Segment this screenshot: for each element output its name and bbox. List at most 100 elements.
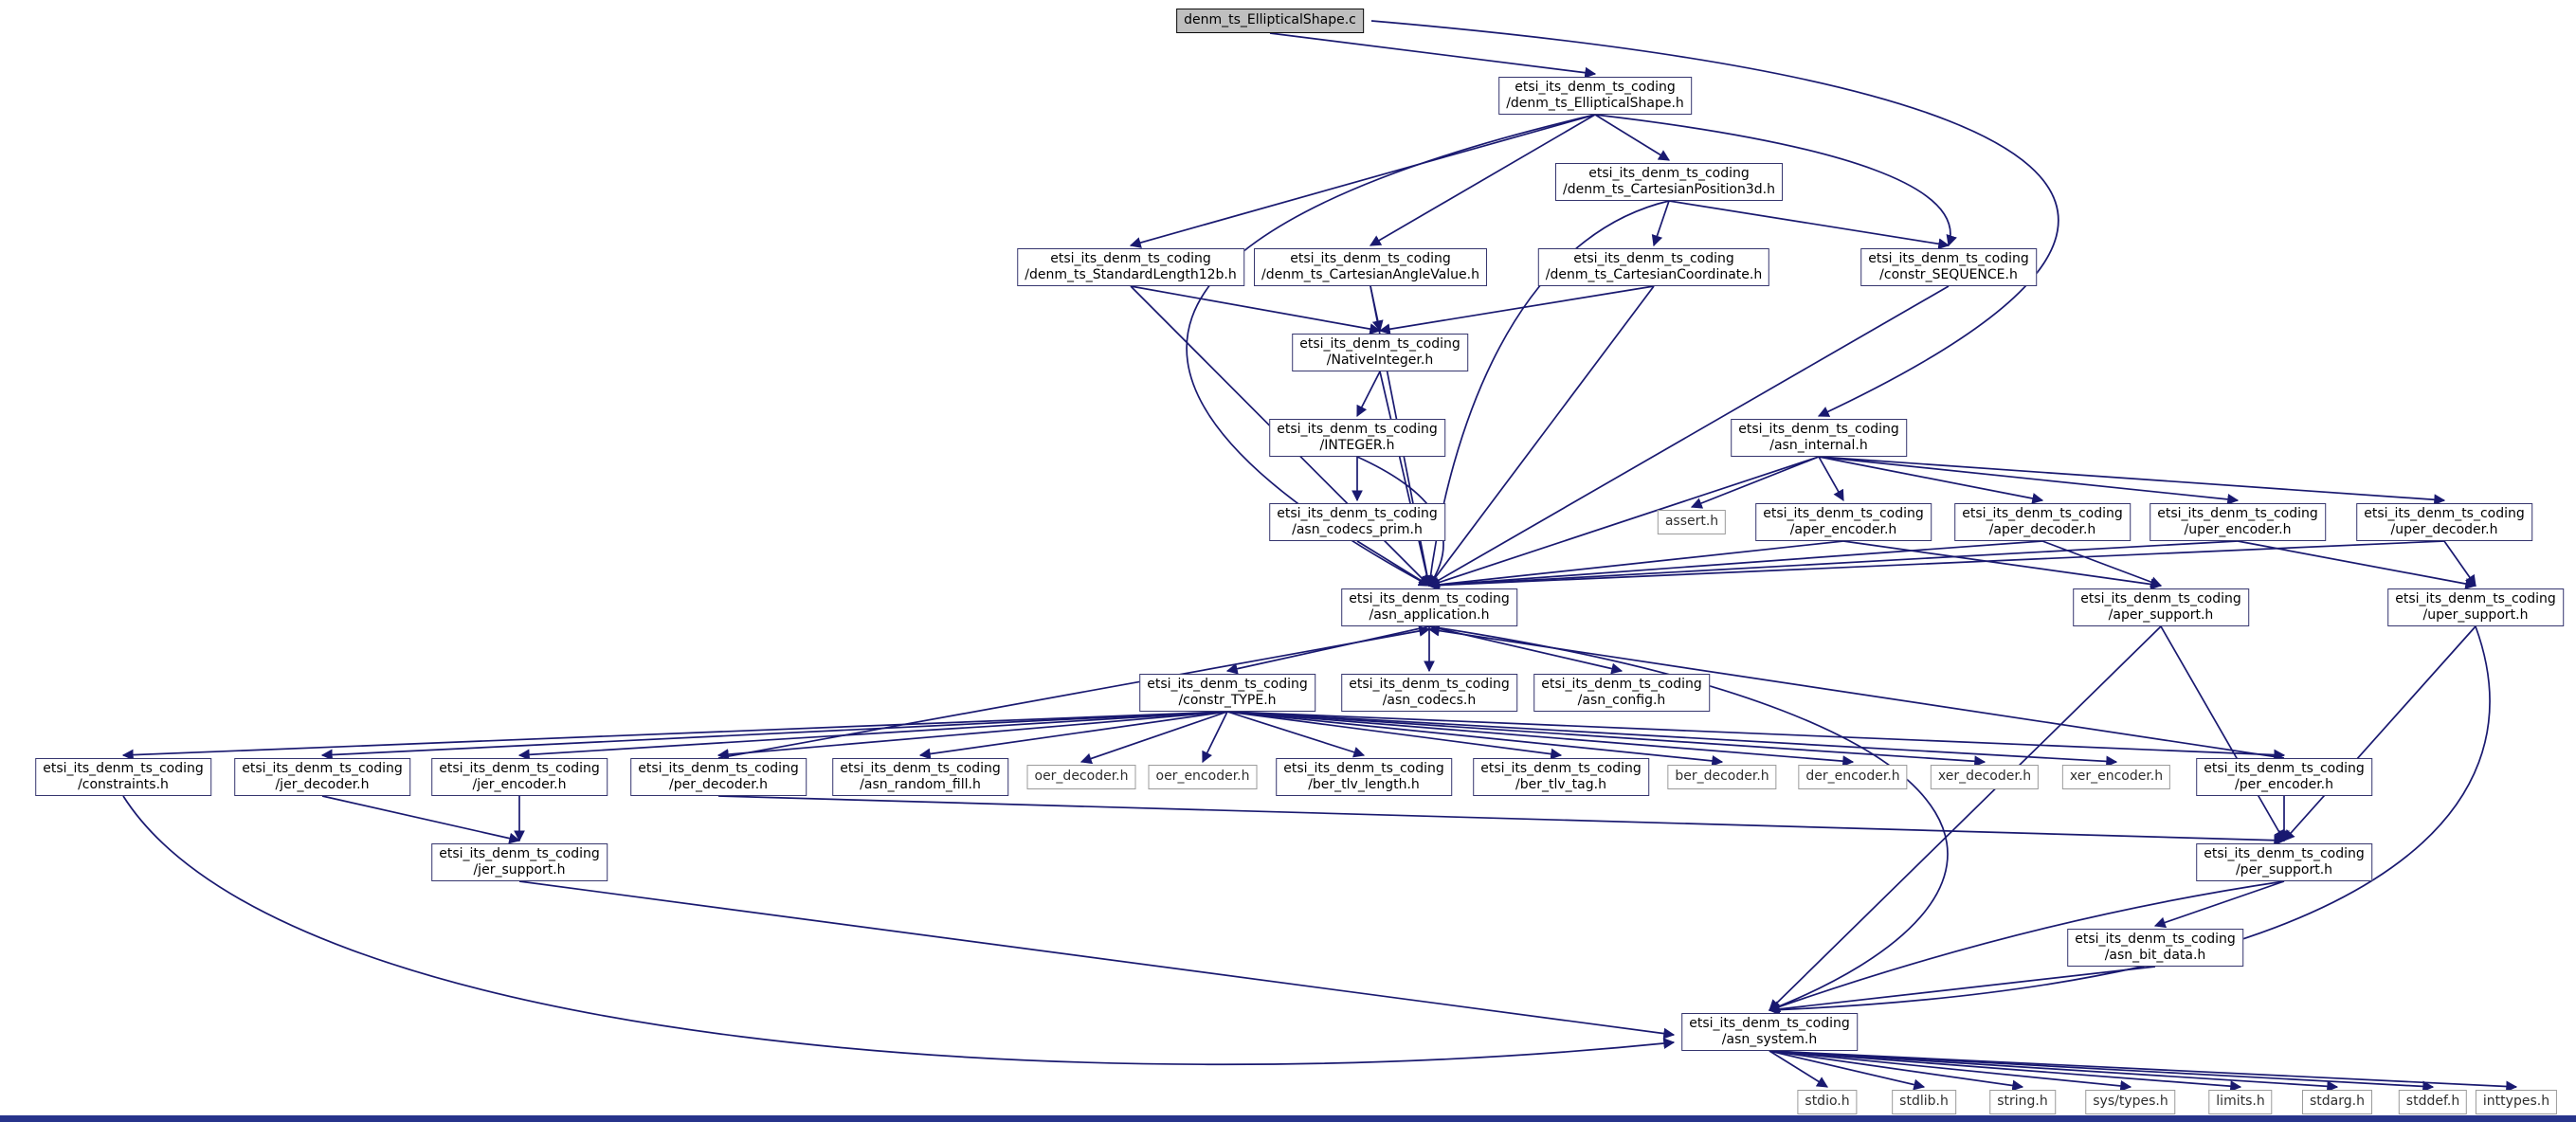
graph-node-uper_enc_h[interactable]: etsi_its_denm_ts_coding/uper_encoder.h bbox=[2150, 503, 2326, 541]
graph-node-der_enc_h[interactable]: der_encoder.h bbox=[1798, 765, 1908, 789]
edge-asn_system_h--sys_types_h bbox=[1769, 1050, 2132, 1092]
node-label: /asn_codecs_prim.h bbox=[1292, 522, 1423, 537]
graph-node-codecs_prim_h[interactable]: etsi_its_denm_ts_coding/asn_codecs_prim.… bbox=[1269, 503, 1445, 541]
graph-node-asn_bit_data_h[interactable]: etsi_its_denm_ts_coding/asn_bit_data.h bbox=[2067, 929, 2243, 967]
edge-cartpos3d_h--constr_seq_h bbox=[1668, 200, 1950, 250]
graph-node-aper_support_h[interactable]: etsi_its_denm_ts_coding/aper_support.h bbox=[2073, 588, 2249, 626]
node-label: /jer_decoder.h bbox=[275, 777, 370, 792]
graph-node-oer_enc_h[interactable]: oer_encoder.h bbox=[1148, 765, 1258, 789]
node-label: etsi_its_denm_ts_coding bbox=[1277, 505, 1438, 521]
edge-constr_type_h--xer_dec_h bbox=[1226, 711, 1986, 768]
graph-node-string_h[interactable]: string.h bbox=[1989, 1090, 2056, 1114]
node-label: etsi_its_denm_ts_coding bbox=[2204, 760, 2365, 776]
edge-per_dec_h--asn_app_h bbox=[717, 625, 1431, 759]
edge-uper_dec_h--uper_support_h bbox=[2443, 540, 2476, 587]
graph-node-xer_dec_h[interactable]: xer_decoder.h bbox=[1930, 765, 2040, 789]
edge-asn_system_h--stdio_h bbox=[1769, 1050, 1829, 1088]
graph-node-asn_app_h[interactable]: etsi_its_denm_ts_coding/asn_application.… bbox=[1341, 588, 1517, 626]
graph-node-per_support_h[interactable]: etsi_its_denm_ts_coding/per_support.h bbox=[2196, 843, 2372, 881]
graph-node-limits_h[interactable]: limits.h bbox=[2208, 1090, 2273, 1114]
graph-node-stdlen12b_h[interactable]: etsi_its_denm_ts_coding/denm_ts_Standard… bbox=[1017, 248, 1244, 286]
node-label: /asn_internal.h bbox=[1769, 438, 1868, 453]
node-label: stddef.h bbox=[2405, 1094, 2460, 1110]
node-label: /denm_ts_StandardLength12b.h bbox=[1025, 267, 1237, 282]
node-label: etsi_its_denm_ts_coding bbox=[2204, 845, 2365, 861]
graph-node-cartpos3d_h[interactable]: etsi_its_denm_ts_coding/denm_ts_Cartesia… bbox=[1555, 163, 1783, 201]
graph-node-per_enc_h[interactable]: etsi_its_denm_ts_coding/per_encoder.h bbox=[2196, 758, 2372, 796]
graph-node-integer_h[interactable]: etsi_its_denm_ts_coding/INTEGER.h bbox=[1269, 419, 1445, 457]
graph-node-stdarg_h[interactable]: stdarg.h bbox=[2302, 1090, 2372, 1114]
graph-node-xer_enc_h[interactable]: xer_encoder.h bbox=[2061, 765, 2171, 789]
graph-node-ber_tlv_tag_h[interactable]: etsi_its_denm_ts_coding/ber_tlv_tag.h bbox=[1473, 758, 1649, 796]
edge-constr_seq_h--asn_app_h bbox=[1427, 285, 1950, 587]
graph-node-cartcoord_h[interactable]: etsi_its_denm_ts_coding/denm_ts_Cartesia… bbox=[1537, 248, 1770, 286]
graph-node-per_dec_h[interactable]: etsi_its_denm_ts_coding/per_decoder.h bbox=[630, 758, 807, 796]
edge-c_file--asn_internal_h bbox=[1370, 20, 2059, 417]
edge-per_enc_h--asn_app_h bbox=[1427, 624, 2285, 759]
edge-aper_dec_h--asn_app_h bbox=[1427, 540, 2043, 591]
graph-node-c_file[interactable]: denm_ts_EllipticalShape.c bbox=[1176, 9, 1364, 33]
graph-node-jer_enc_h[interactable]: etsi_its_denm_ts_coding/jer_encoder.h bbox=[431, 758, 608, 796]
edge-nativeint_h--integer_h bbox=[1356, 371, 1381, 418]
node-label: /constr_TYPE.h bbox=[1178, 693, 1277, 708]
graph-node-asn_system_h[interactable]: etsi_its_denm_ts_coding/asn_system.h bbox=[1681, 1013, 1858, 1051]
node-label: /INTEGER.h bbox=[1319, 438, 1395, 453]
node-label: etsi_its_denm_ts_coding bbox=[1868, 250, 2029, 266]
edge-uper_enc_h--asn_app_h bbox=[1427, 540, 2239, 591]
graph-node-uper_support_h[interactable]: etsi_its_denm_ts_coding/uper_support.h bbox=[2387, 588, 2564, 626]
graph-node-jer_dec_h[interactable]: etsi_its_denm_ts_coding/jer_decoder.h bbox=[234, 758, 410, 796]
graph-node-ber_tlv_len_h[interactable]: etsi_its_denm_ts_coding/ber_tlv_length.h bbox=[1276, 758, 1452, 796]
graph-node-ber_dec_h[interactable]: ber_decoder.h bbox=[1667, 765, 1777, 789]
node-label: /asn_random_fill.h bbox=[860, 777, 981, 792]
edge-uper_support_h--asn_system_h bbox=[1768, 625, 2491, 1016]
graph-node-inttypes_h[interactable]: inttypes.h bbox=[2475, 1090, 2558, 1114]
graph-node-constr_seq_h[interactable]: etsi_its_denm_ts_coding/constr_SEQUENCE.… bbox=[1860, 248, 2037, 286]
edge-jer_dec_h--jer_support_h bbox=[321, 795, 521, 844]
graph-node-assert_h[interactable]: assert.h bbox=[1657, 510, 1727, 534]
edge-constr_type_h--ber_tlv_tag_h bbox=[1226, 711, 1563, 760]
node-label: etsi_its_denm_ts_coding bbox=[840, 760, 1001, 776]
graph-node-stdio_h[interactable]: stdio.h bbox=[1797, 1090, 1858, 1114]
graph-node-cartangle_h[interactable]: etsi_its_denm_ts_coding/denm_ts_Cartesia… bbox=[1254, 248, 1487, 286]
graph-node-asn_codecs_h[interactable]: etsi_its_denm_ts_coding/asn_codecs.h bbox=[1341, 674, 1517, 712]
graph-node-random_fill_h[interactable]: etsi_its_denm_ts_coding/asn_random_fill.… bbox=[832, 758, 1008, 796]
node-label: etsi_its_denm_ts_coding bbox=[1349, 676, 1510, 692]
graph-node-stddef_h[interactable]: stddef.h bbox=[2398, 1090, 2468, 1114]
edge-stdlen12b_h--nativeint_h bbox=[1130, 285, 1382, 335]
node-label: etsi_its_denm_ts_coding bbox=[1290, 250, 1451, 266]
graph-node-oer_dec_h[interactable]: oer_decoder.h bbox=[1026, 765, 1136, 789]
edge-elliptical_h--asn_app_h bbox=[1186, 114, 1596, 587]
graph-node-constraints_h[interactable]: etsi_its_denm_ts_coding/constraints.h bbox=[35, 758, 211, 796]
edge-uper_dec_h--asn_app_h bbox=[1427, 540, 2445, 591]
graph-node-jer_support_h[interactable]: etsi_its_denm_ts_coding/jer_support.h bbox=[431, 843, 608, 881]
node-label: etsi_its_denm_ts_coding bbox=[2075, 931, 2236, 947]
graph-node-aper_dec_h[interactable]: etsi_its_denm_ts_coding/aper_decoder.h bbox=[1954, 503, 2131, 541]
graph-node-uper_dec_h[interactable]: etsi_its_denm_ts_coding/uper_decoder.h bbox=[2356, 503, 2532, 541]
node-label: etsi_its_denm_ts_coding bbox=[1763, 505, 1924, 521]
graph-node-asn_internal_h[interactable]: etsi_its_denm_ts_coding/asn_internal.h bbox=[1731, 419, 1907, 457]
edge-constr_type_h--random_fill_h bbox=[918, 711, 1228, 760]
edge-asn_app_h--asn_system_h bbox=[1428, 625, 1949, 1012]
graph-node-stdlib_h[interactable]: stdlib.h bbox=[1892, 1090, 1956, 1114]
node-label: inttypes.h bbox=[2482, 1094, 2550, 1110]
edge-elliptical_h--cartangle_h bbox=[1369, 114, 1596, 246]
graph-node-aper_enc_h[interactable]: etsi_its_denm_ts_coding/aper_encoder.h bbox=[1755, 503, 1932, 541]
edge-aper_support_h--asn_system_h bbox=[1769, 625, 2162, 1011]
node-label: oer_encoder.h bbox=[1155, 769, 1250, 785]
graph-node-elliptical_h[interactable]: etsi_its_denm_ts_coding/denm_ts_Elliptic… bbox=[1498, 77, 1692, 115]
edge-asn_system_h--string_h bbox=[1769, 1050, 2024, 1092]
node-label: /per_decoder.h bbox=[668, 777, 769, 792]
node-label: /uper_decoder.h bbox=[2390, 522, 2498, 537]
graph-node-constr_type_h[interactable]: etsi_its_denm_ts_coding/constr_TYPE.h bbox=[1139, 674, 1315, 712]
graph-node-nativeint_h[interactable]: etsi_its_denm_ts_coding/NativeInteger.h bbox=[1292, 334, 1468, 371]
graph-node-sys_types_h[interactable]: sys/types.h bbox=[2085, 1090, 2176, 1114]
graph-node-asn_config_h[interactable]: etsi_its_denm_ts_coding/asn_config.h bbox=[1533, 674, 1710, 712]
node-label: etsi_its_denm_ts_coding bbox=[1689, 1015, 1850, 1031]
node-label: oer_decoder.h bbox=[1034, 769, 1129, 785]
node-label: limits.h bbox=[2216, 1094, 2265, 1110]
node-label: stdio.h bbox=[1805, 1094, 1850, 1110]
edge-asn_bit_data_h--asn_system_h bbox=[1768, 966, 2156, 1015]
edge-constr_type_h--jer_enc_h bbox=[517, 711, 1228, 761]
node-label: /denm_ts_CartesianAngleValue.h bbox=[1261, 267, 1479, 282]
